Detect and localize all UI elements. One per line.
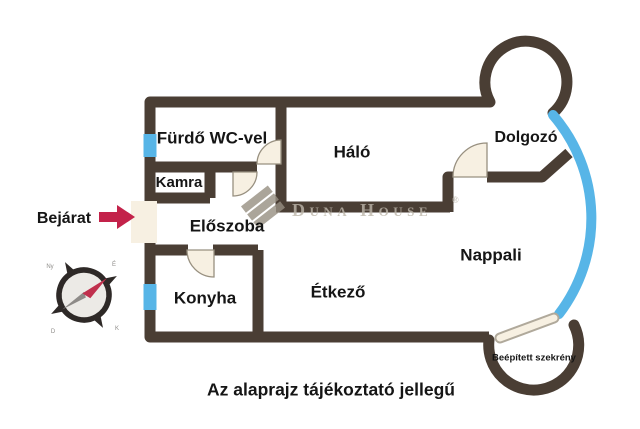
window-curved-glass-wall	[548, 110, 597, 319]
compass-south-label: D	[51, 329, 56, 335]
label-built-in-wardrobe: Beépített szekrény	[492, 353, 577, 364]
wall-study-bottom	[487, 148, 573, 183]
label-pantry: Kamra	[156, 174, 203, 191]
label-bathroom: Fürdő WC-vel	[157, 128, 268, 147]
compass-needle	[62, 278, 107, 310]
compass-east-label: K	[115, 326, 119, 332]
compass-rose-icon: É K D Ny	[46, 261, 119, 335]
doors	[186, 139, 488, 278]
watermark-registered-mark: ®	[452, 195, 463, 205]
entrance-label: Bejárat	[37, 210, 92, 227]
label-study: Dolgozó	[494, 129, 557, 146]
entrance-arrow-icon	[99, 205, 135, 229]
label-dining: Étkező	[311, 282, 366, 301]
wall-left-lower-and-bottom	[144, 242, 489, 343]
wall-left-top-and-bay-turret	[144, 35, 573, 210]
wardrobe-opening	[496, 314, 558, 342]
windows	[143, 110, 597, 319]
label-living-room: Nappali	[460, 245, 521, 264]
door-bathroom-arc	[256, 139, 282, 165]
watermark-diamond-icon	[240, 185, 286, 229]
entrance-opening	[131, 201, 157, 243]
label-kitchen: Konyha	[174, 288, 237, 307]
compass-west-label: Ny	[46, 264, 53, 270]
door-kitchen-arc	[186, 249, 215, 278]
door-bedroom-arc	[232, 171, 258, 197]
wall-living-step	[442, 171, 454, 212]
disclaimer-text: Az alaprajz tájékoztató jellegű	[207, 380, 455, 400]
compass-north-label: É	[112, 261, 116, 268]
room-labels: Fürdő WC-vel Kamra Előszoba Konyha Étkez…	[156, 128, 577, 363]
watermark-brand: Duna House	[292, 200, 432, 220]
label-bedroom: Háló	[334, 142, 371, 161]
watermark: Duna House ®	[240, 185, 463, 229]
label-hall: Előszoba	[190, 216, 265, 235]
wall-wardrobe-turret	[483, 319, 585, 396]
door-study-arc	[452, 142, 488, 178]
